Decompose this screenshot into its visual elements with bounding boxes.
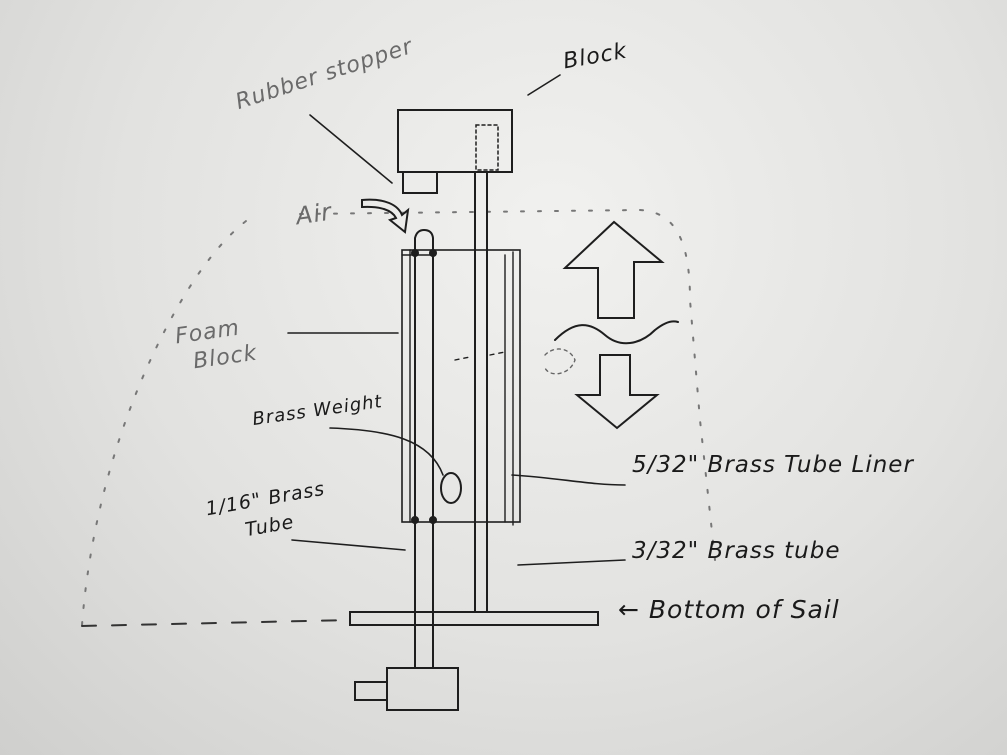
wavy-line (554, 320, 679, 345)
label-air: Air (294, 197, 334, 231)
label-tube-332: 3/32" Brass tube (632, 538, 841, 564)
air-arrow (361, 198, 410, 234)
bottom-dashed-line (81, 619, 351, 627)
foam-block (401, 249, 521, 523)
down-arrow (574, 354, 660, 430)
rubber-stopper (402, 171, 438, 194)
label-liner-532: 5/32" Brass Tube Liner (632, 452, 914, 478)
tube-cap (414, 228, 434, 251)
bottom-nozzle (354, 681, 388, 701)
up-arrow (562, 220, 665, 319)
brass-weight (440, 472, 462, 504)
label-bottom-of-sail: ← Bottom of Sail (618, 595, 840, 624)
base-plate (349, 611, 599, 626)
bottom-housing (386, 667, 459, 711)
block (397, 109, 513, 173)
block-inner-slot (475, 124, 499, 171)
sail-outline (81, 208, 716, 626)
